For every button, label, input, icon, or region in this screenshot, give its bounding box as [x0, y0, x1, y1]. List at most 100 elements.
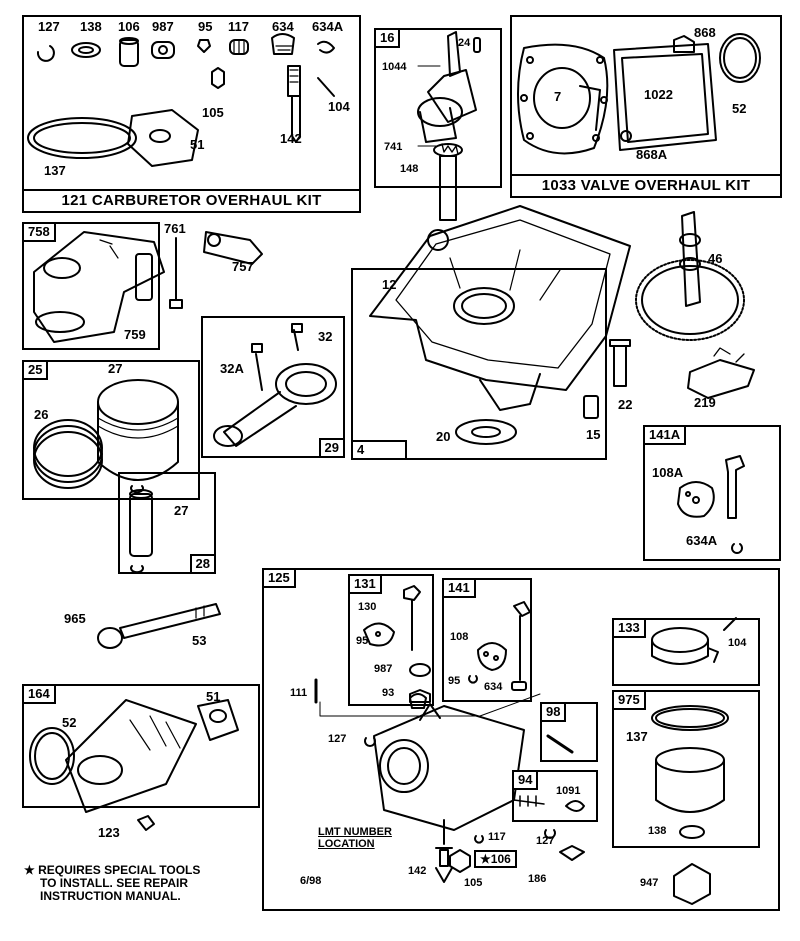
box-label-975: 975 [612, 690, 646, 710]
valve-kit-box: 1033 VALVE OVERHAUL KIT [510, 15, 782, 198]
box-label-164: 164 [22, 684, 56, 704]
part-label: 106 [118, 19, 140, 34]
engine-block-drawing [370, 206, 630, 444]
part-label: 987 [374, 663, 393, 675]
part-label: 761 [164, 221, 186, 236]
intake-manifold-drawing [30, 700, 238, 830]
box-label-131: 131 [348, 574, 382, 594]
part-label: 127 [536, 835, 555, 847]
note-line-2: TO INSTALL. SEE REPAIR [40, 876, 189, 890]
note-text-1: REQUIRES SPECIAL TOOLS [38, 863, 201, 877]
carburetor-kit-box: 121 CARBURETOR OVERHAUL KIT [22, 15, 361, 213]
carburetor-kit-title: 121 CARBURETOR OVERHAUL KIT [24, 189, 359, 211]
box-141: 141 [442, 578, 532, 702]
part-label: 27 [108, 361, 123, 376]
box-98: 98 [540, 702, 598, 762]
location-line-2: LOCATION [318, 838, 375, 850]
box-125: 125 [262, 568, 780, 911]
note-line-3: INSTRUCTION MANUAL. [40, 889, 181, 903]
part-label: 137 [626, 729, 648, 744]
part-label: 32 [318, 329, 333, 344]
part-label: 95 [448, 675, 461, 687]
fuel-tube-drawing [98, 604, 220, 648]
star-icon: ★ [480, 852, 491, 866]
carb-kit-parts-drawing [28, 34, 334, 166]
part-label: 52 [732, 101, 747, 116]
part-label: 137 [44, 163, 66, 178]
part-label: 117 [488, 831, 506, 843]
piston-rings-drawing [34, 380, 178, 488]
camshaft-gear-drawing [636, 212, 744, 340]
part-label: 20 [436, 429, 451, 444]
piston-box: 25 [22, 360, 200, 500]
part-label: 12 [382, 277, 397, 292]
governor-drawing [688, 348, 754, 398]
part-label: 142 [280, 131, 302, 146]
part-label: 219 [694, 395, 716, 410]
part-label: 104 [728, 637, 747, 649]
part-label: 127 [38, 19, 60, 34]
box-label-29: 29 [318, 438, 345, 458]
part-label: 7 [554, 89, 562, 104]
revision-date: 6/98 [300, 875, 322, 887]
kit-131-parts-drawing [364, 586, 430, 702]
crankshaft-drawing [418, 32, 480, 220]
box-label-94: 94 [512, 770, 539, 790]
part-label: 105 [202, 105, 224, 120]
box-975: 975 [612, 690, 760, 848]
part-label: 108 [450, 631, 469, 643]
part-label: 24 [458, 37, 471, 49]
box-label-16: 16 [374, 28, 401, 48]
part-label: 51 [190, 137, 205, 152]
box-label-125: 125 [262, 568, 296, 588]
part-label: 868 [694, 25, 716, 40]
box-label-25: 25 [22, 360, 49, 380]
box-label-141A: 141A [643, 425, 687, 445]
part-label: 868A [636, 147, 668, 162]
limit-number-location-label: LMT NUMBER LOCATION [318, 826, 392, 850]
kit-975-parts-drawing [652, 706, 728, 904]
part-label: 95 [356, 635, 369, 647]
box-label-141: 141 [442, 578, 476, 598]
special-tool-part-number: 106 [490, 852, 511, 866]
part-label: 108A [652, 465, 684, 480]
kit-133-parts-drawing [652, 618, 736, 664]
part-label: 27 [174, 503, 189, 518]
part-label: 22 [618, 397, 633, 412]
part-label: 1044 [382, 61, 407, 73]
part-label: 130 [358, 601, 377, 613]
part-label: 965 [64, 611, 86, 626]
crankshaft-box: 16 [374, 28, 502, 188]
part-label: 759 [124, 327, 146, 342]
part-label: 93 [382, 687, 395, 699]
part-label: 947 [640, 877, 659, 889]
part-label: 95 [198, 19, 213, 34]
part-label: 104 [328, 99, 350, 114]
part-label: 51 [206, 689, 221, 704]
special-tools-note: ★ REQUIRES SPECIAL TOOLS TO INSTALL. SEE… [24, 864, 200, 903]
connecting-rod-box: 29 [201, 316, 345, 458]
part-label: 186 [528, 873, 547, 885]
box-131: 131 [348, 574, 434, 706]
bolt-and-rod-drawing [170, 232, 262, 308]
part-label: 1022 [644, 87, 673, 102]
part-label: 53 [192, 633, 207, 648]
kit-141A-parts-drawing [678, 456, 744, 553]
part-label: 123 [98, 825, 120, 840]
location-line-1: LMT NUMBER [318, 826, 392, 838]
part-label: 987 [152, 19, 174, 34]
engine-block-box: 4 [351, 268, 607, 460]
part-label: 634A [312, 19, 344, 34]
box-label-98: 98 [540, 702, 567, 722]
box-label-758: 758 [22, 222, 56, 242]
box-label-4: 4 [351, 440, 407, 460]
part-label: 741 [384, 141, 403, 153]
valve-kit-title: 1033 VALVE OVERHAUL KIT [512, 174, 780, 196]
box-label-28: 28 [189, 554, 216, 574]
part-label: 52 [62, 715, 77, 730]
note-line-1: ★ REQUIRES SPECIAL TOOLS [24, 864, 200, 877]
part-label: 634 [272, 19, 294, 34]
bracket-box: 758 [22, 222, 160, 350]
part-label: 117 [228, 19, 249, 34]
